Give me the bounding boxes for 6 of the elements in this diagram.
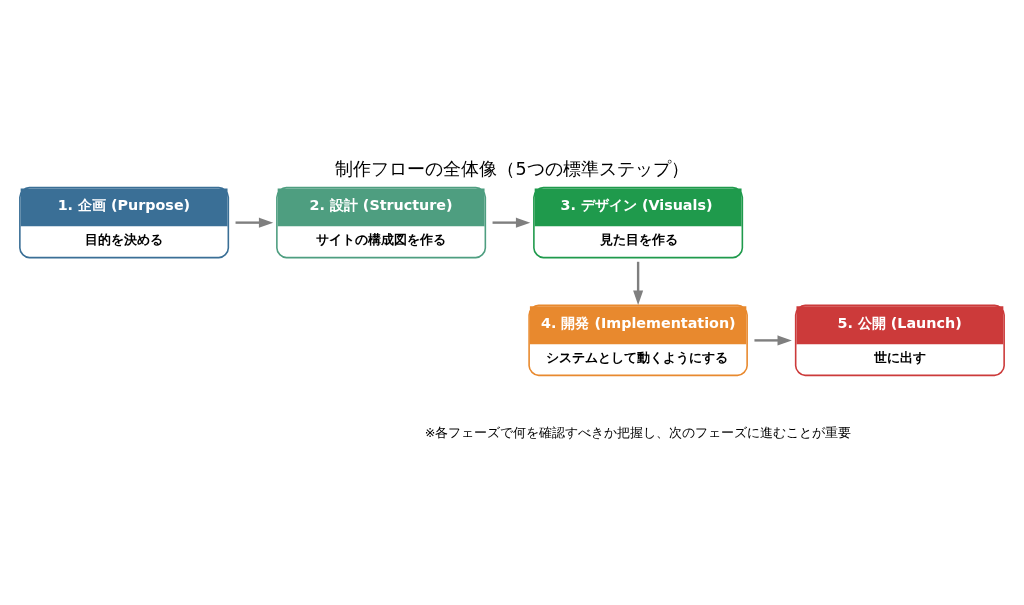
arrow (754, 334, 792, 345)
caption: ※各フェーズで何を確認すべきか把握し、次のフェーズに進むことが重要 (424, 424, 852, 440)
arrow (235, 217, 274, 228)
arrow (492, 217, 531, 228)
diagram-title: 制作フローの全体像（5つの標準ステップ） (335, 158, 689, 179)
arrow (633, 261, 644, 305)
